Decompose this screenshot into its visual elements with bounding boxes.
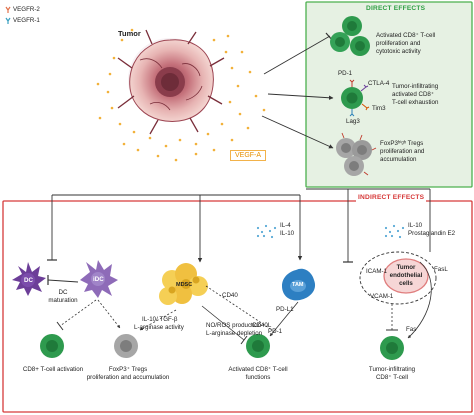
- bottom-label-4-line1: Tumor-infiltrating: [368, 366, 416, 373]
- legend-vegfr1: VEGFR-1: [13, 17, 40, 24]
- tcell-bottom-activated: [246, 334, 270, 358]
- idc-cell: [80, 260, 118, 298]
- bottom-label-2-line2: proliferation and accumulation: [86, 374, 170, 381]
- pdl1-label: PD-L1: [276, 306, 294, 313]
- direct-item2-line3: T-cell exhaustion: [392, 99, 439, 106]
- direct-item2-line1: Tumor-infiltrating: [392, 83, 439, 90]
- tumor-title: Tumor: [118, 29, 141, 38]
- bottom-label-2-line1: FoxP3⁺ Tregs: [108, 366, 148, 373]
- cd40-label: CD40: [222, 292, 238, 299]
- direct-item3-line2: proliferation and: [380, 148, 425, 155]
- direct-item3-line1: FoxP3ʰⁱᵍʰ Tregs: [380, 140, 424, 147]
- cytokine-dots-left: [256, 224, 277, 239]
- bottom-label-3-line2: functions: [245, 374, 271, 381]
- tumor-icon: [117, 29, 225, 135]
- indirect-effects-title: INDIRECT EFFECTS: [356, 194, 427, 202]
- direct-effects-title: DIRECT EFFECTS: [366, 5, 426, 12]
- tam-label: TAM: [292, 282, 304, 288]
- mdsc-product-2: L-arginase activity: [134, 324, 184, 331]
- bottom-label-4-line2: CD8⁺ T-cell: [375, 374, 409, 381]
- vegf-a-label: VEGF-A: [230, 150, 267, 161]
- tcell-bottom-infiltrating: [380, 336, 404, 360]
- endothelial-line3: cells: [399, 280, 413, 287]
- direct-item1-line3: cytotoxic activity: [376, 48, 421, 55]
- tumor-endothelial-cells: [359, 251, 437, 305]
- endothelial-line1: Tumor: [396, 264, 416, 271]
- mdsc-product-1: IL-10/ TGF-β: [142, 316, 178, 323]
- vcam1-label: VCAM-1: [370, 293, 394, 300]
- cytokine-dots-right: [384, 224, 405, 239]
- tcell-bottom-1: [40, 334, 64, 358]
- vegf-a-dots: [96, 28, 266, 162]
- pd1-indirect-label: PD-1: [268, 328, 283, 335]
- bottom-label-1: CD8+ T-cell activation: [22, 366, 84, 373]
- activated-tcell-cluster: [330, 16, 370, 56]
- dc-cell: [12, 262, 46, 296]
- legend-vegfr2: VEGFR-2: [13, 6, 40, 13]
- exhausted-tcell: [341, 79, 370, 117]
- cytokine-il10-right: IL-10: [408, 222, 423, 229]
- tam-cell: [282, 268, 316, 301]
- marker-tim3: Tim3: [372, 105, 386, 112]
- endothelial-line2: endothelial: [389, 272, 423, 279]
- bottom-label-3-line1: Activated CD8⁺ T-cell: [228, 366, 288, 373]
- dc-maturation-line2: maturation: [48, 297, 78, 304]
- direct-item3-line3: accumulation: [380, 156, 417, 163]
- vegfr1-legend-icon: [5, 17, 11, 24]
- icam1-label: ICAM-1: [366, 268, 387, 275]
- cytokine-il4: IL-4: [280, 222, 291, 229]
- fas-label: Fas: [406, 326, 417, 333]
- cytokine-il10: IL-10: [280, 230, 295, 237]
- vegfr2-legend-icon: [5, 6, 11, 13]
- marker-lag3: Lag3: [346, 118, 360, 125]
- idc-label: iDC: [93, 276, 104, 283]
- cytokine-pge2: Prostaglandin E2: [408, 230, 456, 237]
- cd40l-label: CD40L: [252, 322, 272, 329]
- dc-maturation-line1: DC: [58, 289, 68, 296]
- mdsc-cluster: [159, 263, 208, 305]
- indirect-effects-panel: [2, 200, 473, 413]
- direct-item1-line1: Activated CD8⁺ T-cell: [376, 32, 436, 39]
- no-ros-line1: NO/ROS production: [206, 322, 262, 329]
- direct-item1-line2: proliferation and: [376, 40, 421, 47]
- fasl-label: FasL: [434, 266, 448, 273]
- treg-bottom: [114, 334, 138, 358]
- dc-label: DC: [24, 277, 33, 284]
- mdsc-label: MDSC: [176, 282, 193, 288]
- marker-pd1: PD-1: [338, 70, 353, 77]
- treg-cluster: [336, 132, 377, 176]
- no-ros-line2: L-arginase depletion: [206, 330, 263, 337]
- marker-ctla4: CTLA-4: [368, 80, 390, 87]
- direct-item2-line2: activated CD8⁺: [392, 91, 435, 98]
